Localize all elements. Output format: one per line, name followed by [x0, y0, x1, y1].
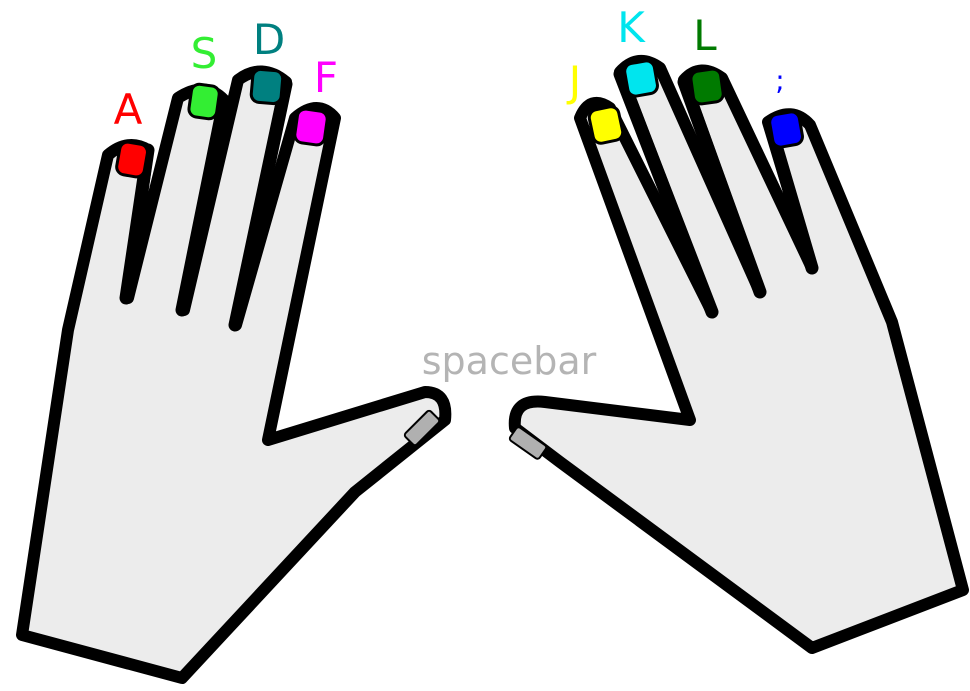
- right-finger-gap-1: [763, 118, 819, 275]
- right-thumb-nail: [508, 426, 548, 460]
- left-label-a: A: [114, 85, 143, 134]
- left-nail-s: [187, 82, 221, 121]
- left-label-d: D: [253, 15, 285, 64]
- right-label-j: J: [566, 57, 581, 106]
- right-label-k: K: [617, 3, 646, 52]
- left-nail-d: [249, 67, 285, 106]
- right-nail-k: [623, 59, 659, 98]
- left-finger-gap-2: [175, 95, 231, 317]
- right-nail-j: [587, 105, 625, 145]
- right-label-l: L: [693, 11, 717, 60]
- right-finger-gap-3: [613, 67, 719, 319]
- left-nail-f: [293, 107, 329, 147]
- left-finger-gap-3: [228, 77, 293, 332]
- left-hand: A S D F: [16, 15, 452, 684]
- left-finger-gap-1: [119, 143, 155, 305]
- left-label-f: F: [314, 53, 338, 102]
- right-label-semicolon: ;: [775, 64, 784, 97]
- right-nail-l: [689, 67, 725, 106]
- left-label-s: S: [191, 29, 218, 78]
- left-nail-a: [115, 140, 149, 179]
- spacebar-label: spacebar: [422, 339, 597, 383]
- right-nail-semicolon: [768, 110, 804, 149]
- left-thumb-nail: [403, 409, 441, 447]
- right-finger-gap-2: [677, 75, 767, 299]
- right-hand: J K L ;: [508, 3, 969, 654]
- left-hand-outline: [16, 65, 452, 684]
